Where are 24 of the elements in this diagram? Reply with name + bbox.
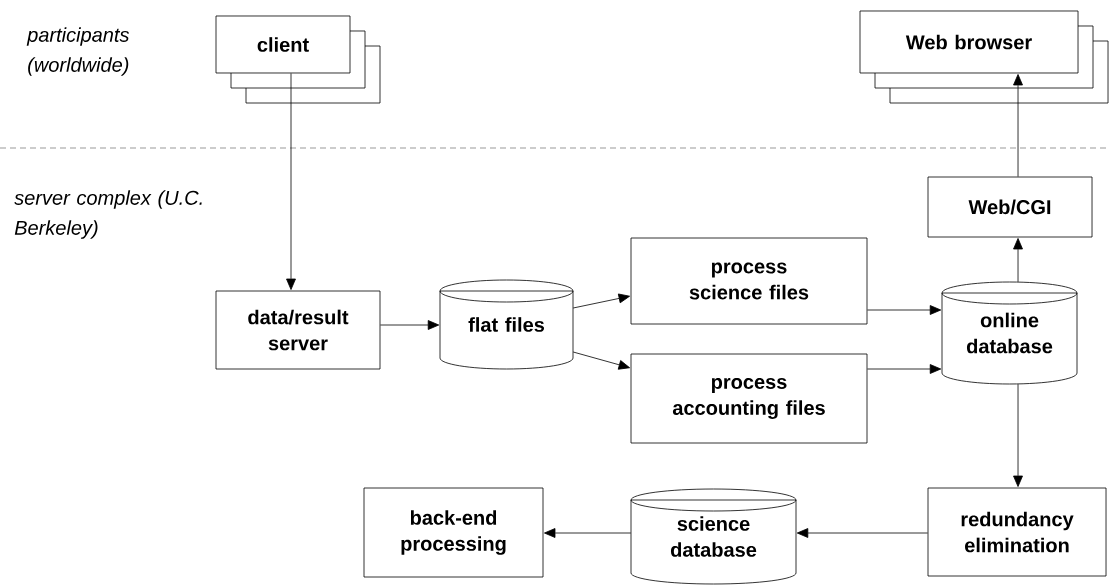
arrow xyxy=(1013,238,1023,283)
process-box: data/result server xyxy=(215,290,381,370)
arrow xyxy=(380,320,440,330)
arrow xyxy=(1013,74,1023,177)
arrow xyxy=(286,73,296,290)
arrow xyxy=(796,528,928,538)
process-box: Web/CGI xyxy=(927,176,1093,238)
arrow xyxy=(544,528,632,538)
stacked-box: client xyxy=(215,15,381,104)
arrow xyxy=(1013,383,1023,487)
process-box: redundancy elimination xyxy=(927,487,1107,577)
arrow xyxy=(867,364,942,374)
process-box: process science files xyxy=(630,237,868,325)
process-box: back-end processing xyxy=(363,487,544,578)
arrow xyxy=(572,351,630,370)
arrow xyxy=(867,305,942,315)
process-box: process accounting files xyxy=(630,353,868,444)
database-cylinder: flat files xyxy=(439,279,574,370)
stacked-box: Web browser xyxy=(859,10,1109,104)
arrow xyxy=(572,293,630,309)
side-label: participants (worldwide) xyxy=(26,27,130,76)
side-label: server complex (U.C. Berkeley) xyxy=(14,190,202,239)
database-cylinder: online database xyxy=(941,281,1078,385)
database-cylinder: science database xyxy=(630,488,797,585)
